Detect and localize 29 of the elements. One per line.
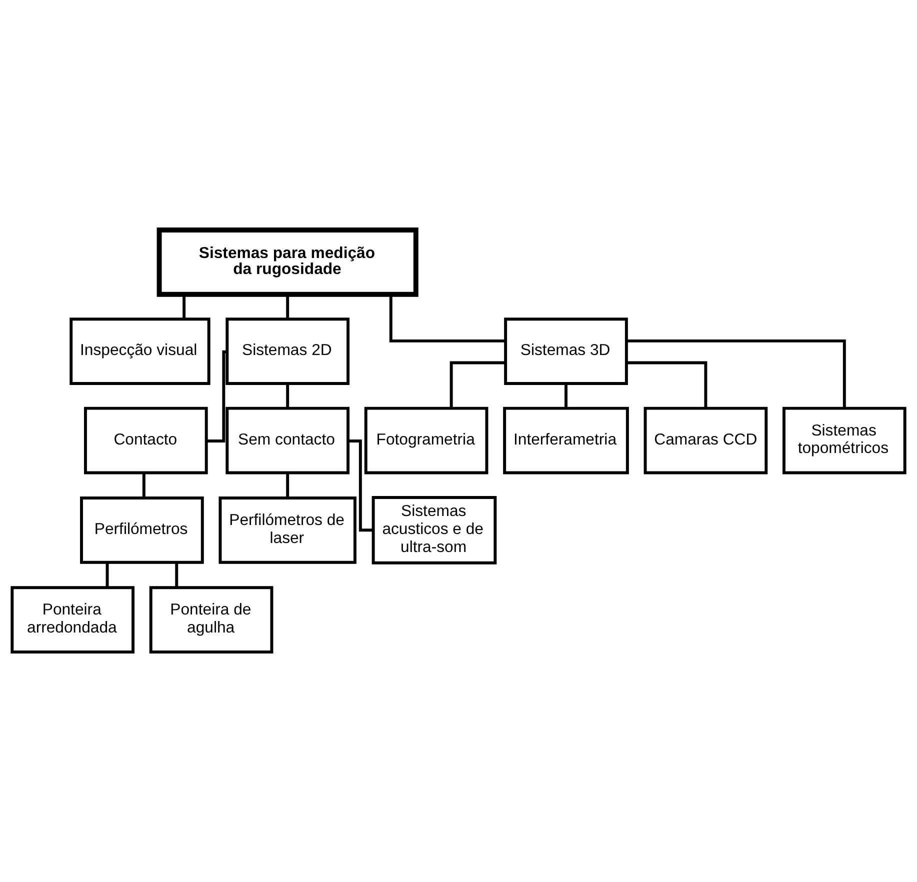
node-box: Fotogrametria: [364, 406, 488, 474]
connector: [142, 472, 146, 498]
connector: [626, 339, 846, 408]
node-box: Sistemas para medição da rugosidade: [156, 227, 418, 297]
connector: [286, 472, 290, 498]
connector: [106, 562, 109, 588]
connector: [450, 361, 506, 408]
node-box: Perfilómetros: [80, 496, 204, 564]
connector: [206, 350, 228, 442]
node-box: Camaras CCD: [644, 406, 768, 474]
node-box: Sem contacto: [226, 406, 350, 474]
connector: [286, 384, 290, 408]
connector: [389, 294, 506, 342]
connector: [175, 562, 178, 588]
connector: [348, 440, 374, 532]
connector: [182, 294, 186, 320]
connector: [286, 294, 290, 320]
connector: [626, 361, 708, 408]
node-box: Ponteira arredondada: [10, 586, 135, 654]
node-box: Contacto: [84, 406, 208, 474]
node-box: Ponteira de agulha: [149, 586, 274, 654]
node-box: Inspecção visual: [70, 318, 210, 386]
connector: [564, 384, 568, 408]
node-box: Sistemas acusticos e de ultra-som: [372, 496, 497, 564]
node-box: Sistemas 2D: [226, 318, 350, 386]
node-box: Sistemas topométricos: [782, 406, 906, 474]
node-box: Perfilómetros de laser: [218, 496, 356, 564]
node-box: Sistemas 3D: [504, 318, 628, 386]
node-box: Interferametria: [503, 406, 629, 474]
